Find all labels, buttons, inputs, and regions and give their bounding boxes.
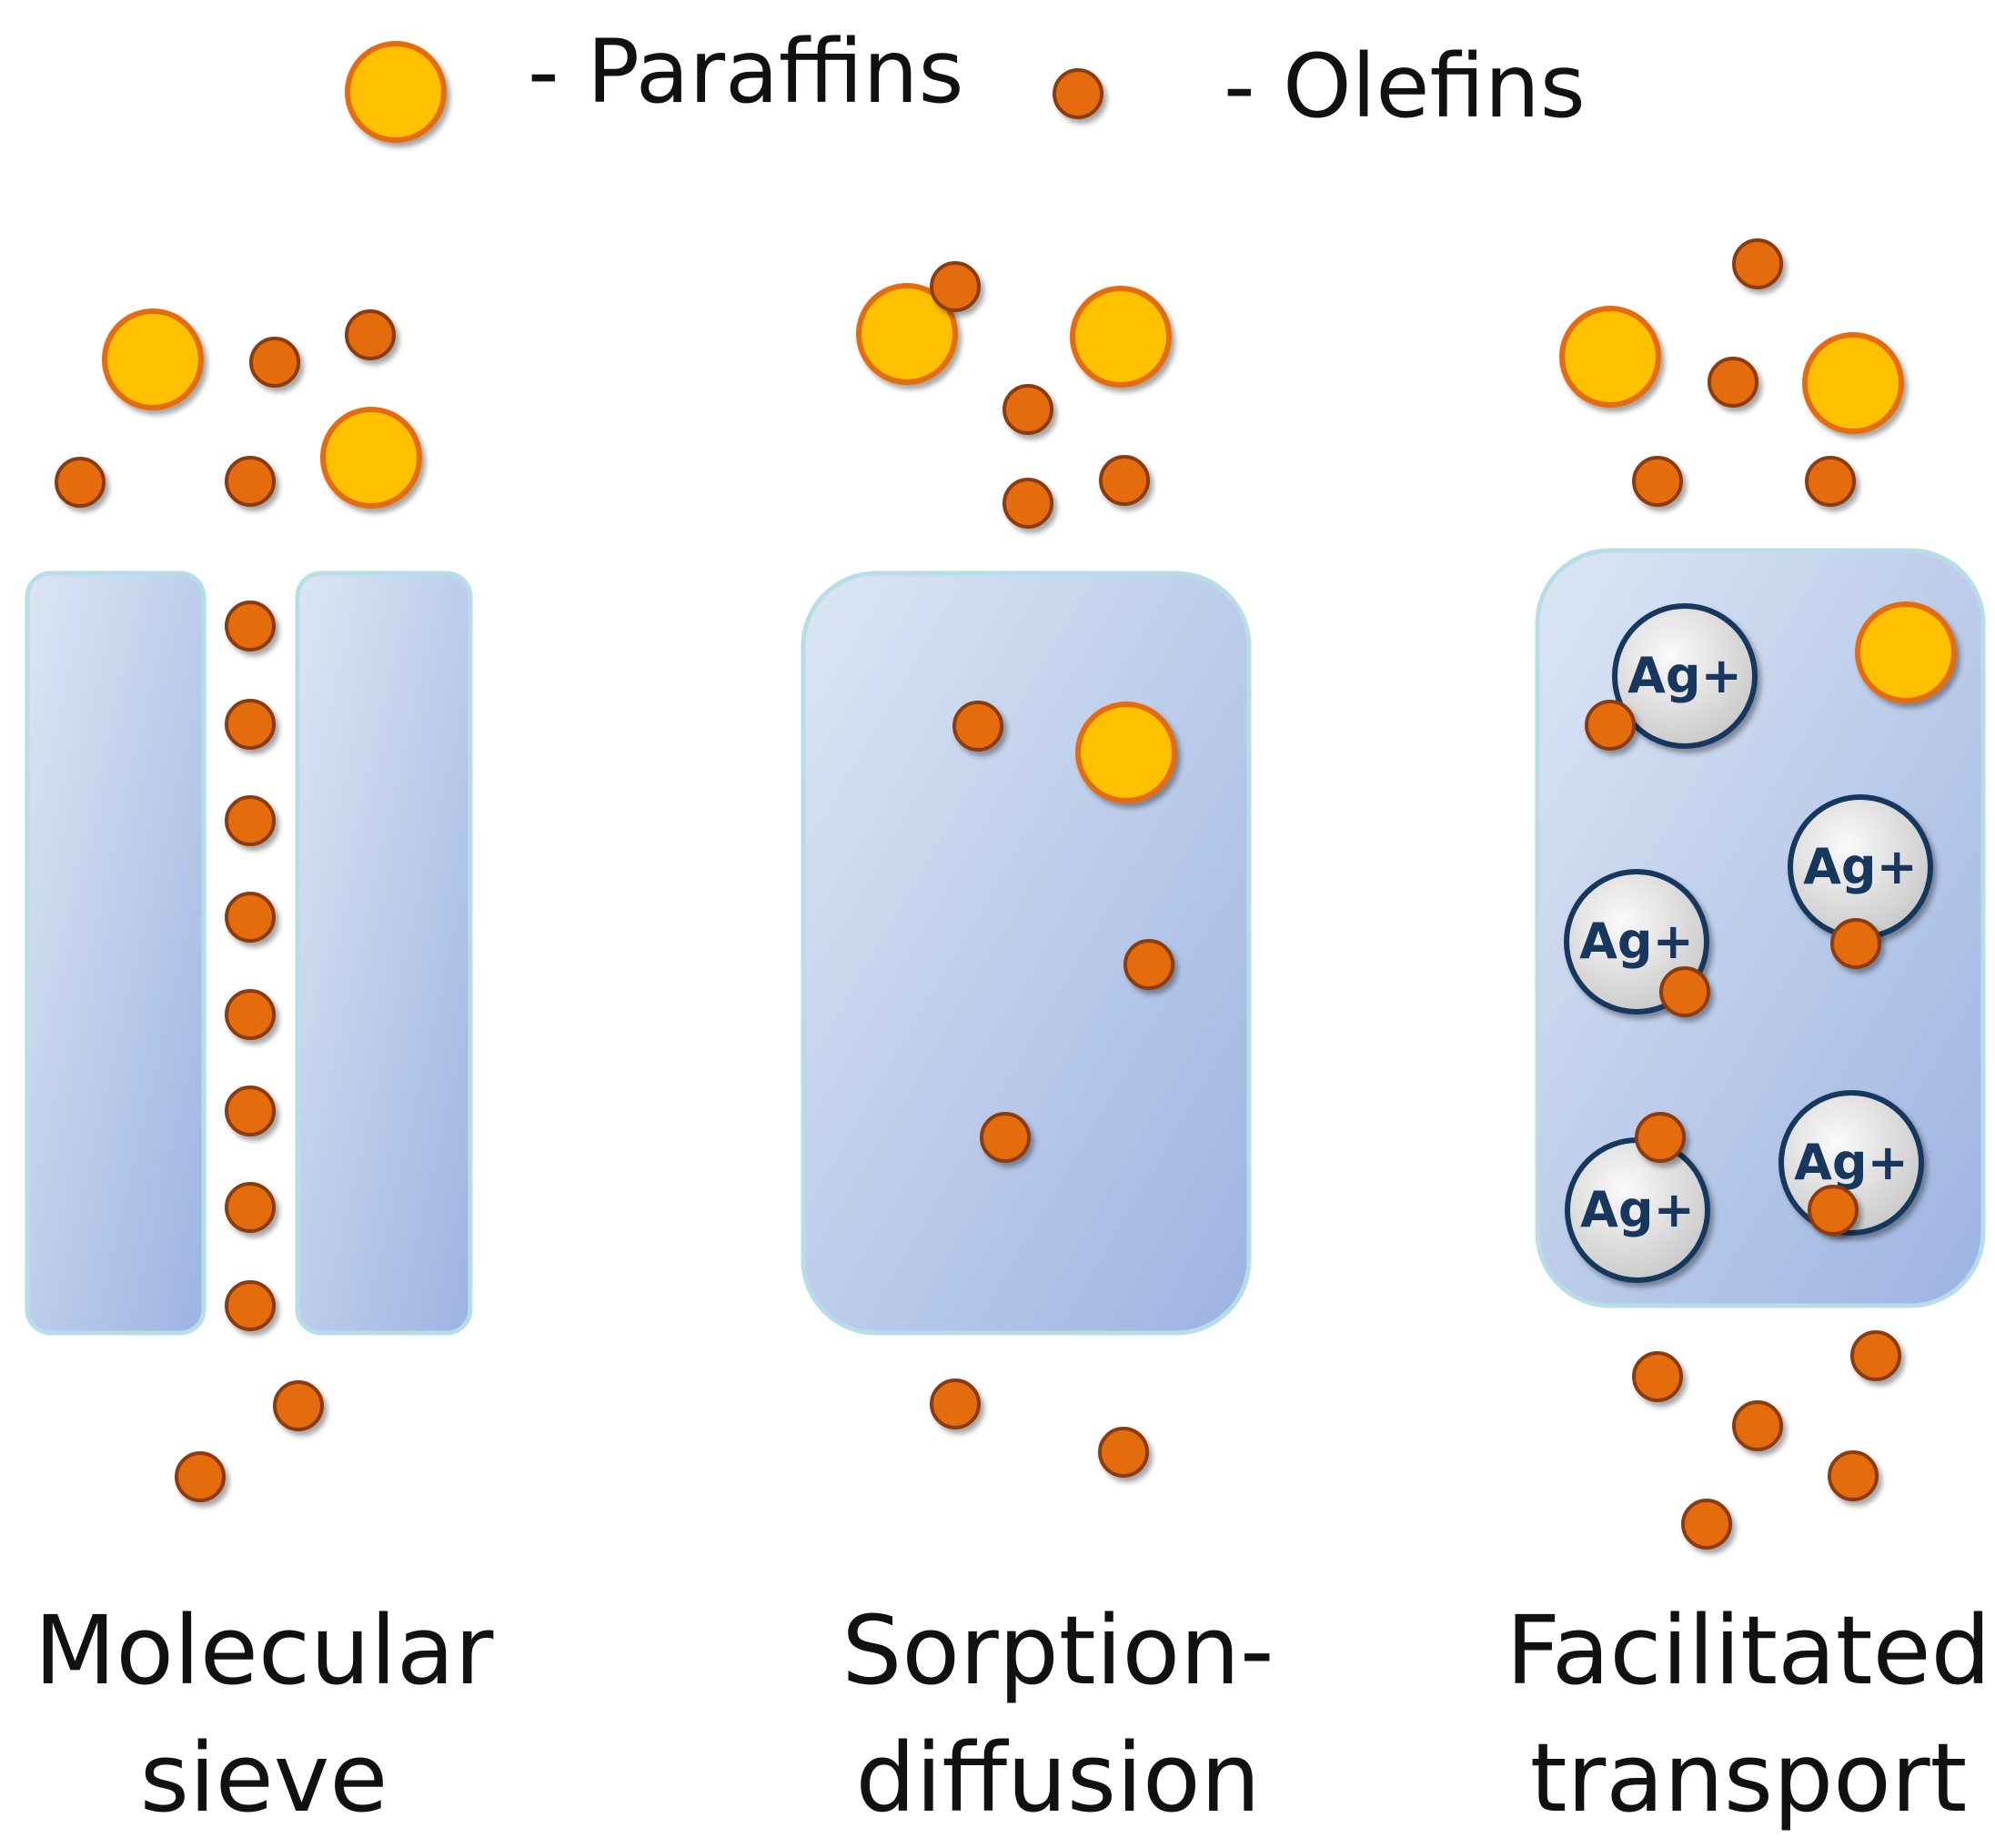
olefin-legend-marker (1053, 68, 1103, 119)
olefin-molecule (273, 1380, 324, 1431)
olefin-legend-label: - Olefins (1224, 35, 1586, 137)
paraffin-molecule (1075, 702, 1177, 803)
olefin-molecule (1585, 700, 1636, 751)
molecular-sieve-label-line1: Molecular (35, 1595, 494, 1706)
olefin-molecule (55, 457, 106, 508)
olefin-molecule (225, 795, 276, 846)
molecular-sieve-label-line2: sieve (140, 1722, 388, 1833)
olefin-molecule (225, 456, 276, 507)
silver-ion-carriers: Ag+ Ag+ Ag+ Ag+ Ag+ (1564, 603, 1933, 1283)
olefin-molecule (225, 699, 276, 750)
olefin-molecule (930, 1378, 981, 1429)
olefin-molecule (1830, 918, 1881, 969)
paraffin-legend-marker (345, 41, 447, 143)
paraffin-molecule (320, 407, 422, 509)
panel-labels: Molecular sieve Sorption- diffusion Faci… (35, 1595, 1991, 1833)
facilitated-transport-label-line1: Facilitated (1506, 1595, 1990, 1706)
olefin-molecule (1123, 939, 1174, 990)
molecular-sieve-right-wall (295, 571, 473, 1336)
olefin-molecule (225, 601, 276, 651)
olefin-molecule (1632, 456, 1683, 507)
olefin-molecule (952, 701, 1003, 752)
olefin-molecule (1099, 455, 1150, 506)
olefin-molecule (1808, 1185, 1859, 1236)
paraffin-molecules (102, 283, 1957, 803)
olefin-molecule (225, 1182, 276, 1233)
carrier-label: Ag+ (1794, 1134, 1909, 1191)
paraffin-molecule (1070, 286, 1172, 388)
paraffin-molecule (1855, 601, 1957, 703)
sorption-diffusion-label-line1: Sorption- (841, 1595, 1274, 1706)
olefin-molecule (225, 1086, 276, 1136)
olefin-molecule (1732, 238, 1783, 289)
carrier-label: Ag+ (1803, 838, 1918, 895)
silver-ion-carrier: Ag+ (1612, 603, 1758, 749)
olefin-molecule (1632, 1351, 1683, 1402)
facilitated-transport-label-line2: transport (1530, 1722, 1968, 1833)
olefin-molecule (1003, 384, 1053, 435)
paraffin-molecule (1802, 332, 1904, 434)
sorption-diffusion-label-line2: diffusion (855, 1722, 1260, 1833)
olefin-molecule (1828, 1450, 1879, 1501)
carrier-label: Ag+ (1627, 647, 1742, 704)
molecular-sieve-left-wall (25, 571, 207, 1336)
paraffin-molecule (1559, 306, 1661, 408)
olefin-molecule (225, 989, 276, 1040)
olefin-molecule (980, 1112, 1031, 1163)
olefin-molecule (1659, 966, 1710, 1017)
olefin-molecule (1098, 1427, 1149, 1478)
paraffin-legend-label: - Paraffins (528, 21, 964, 123)
olefin-molecule (1732, 1400, 1783, 1451)
olefin-molecule (249, 337, 300, 388)
olefin-molecule (1635, 1112, 1686, 1163)
carrier-sphere (1612, 603, 1758, 749)
silver-ion-carrier: Ag+ (1788, 794, 1933, 940)
olefin-molecule (1805, 456, 1856, 507)
carrier-label: Ag+ (1580, 1181, 1695, 1238)
olefin-molecule (225, 1280, 276, 1331)
olefin-molecule (225, 892, 276, 943)
olefin-molecule (930, 261, 981, 312)
silver-ion-carrier: Ag+ (1565, 1137, 1710, 1283)
olefin-molecule (1681, 1499, 1732, 1550)
olefin-molecule (175, 1451, 226, 1502)
olefin-molecule (345, 309, 396, 360)
carrier-label: Ag+ (1579, 913, 1694, 970)
olefin-molecules (55, 238, 1901, 1550)
olefin-molecule (1850, 1330, 1901, 1381)
olefin-molecule (1708, 357, 1758, 408)
legend: - Paraffins - Olefins (345, 21, 1586, 143)
olefin-molecule (1003, 478, 1053, 529)
paraffin-molecule (102, 308, 204, 410)
sorption-diffusion-membrane (801, 571, 1252, 1336)
paraffin-molecule (856, 283, 958, 385)
